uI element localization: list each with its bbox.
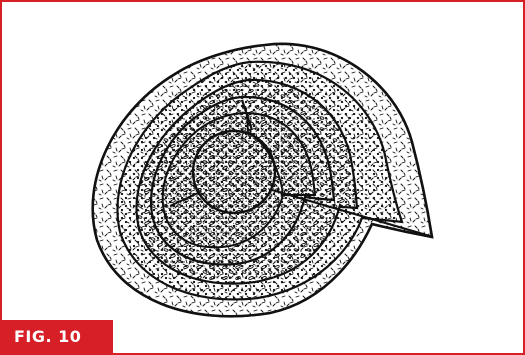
central-core [193,131,275,213]
figure-label: FIG. 10 [2,320,113,353]
